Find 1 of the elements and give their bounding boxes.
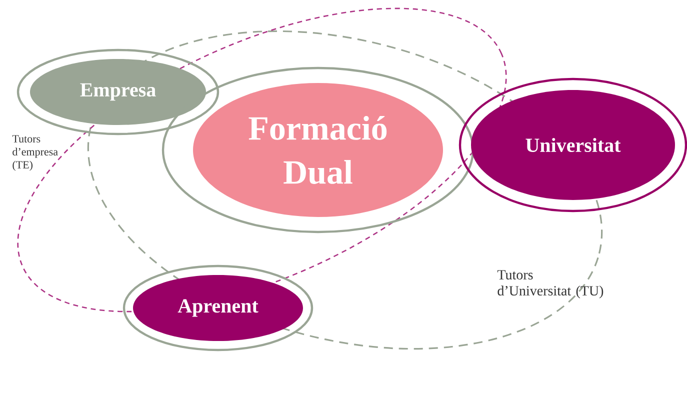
text-label: Tutors d’Universitat (TU) [497, 270, 604, 298]
